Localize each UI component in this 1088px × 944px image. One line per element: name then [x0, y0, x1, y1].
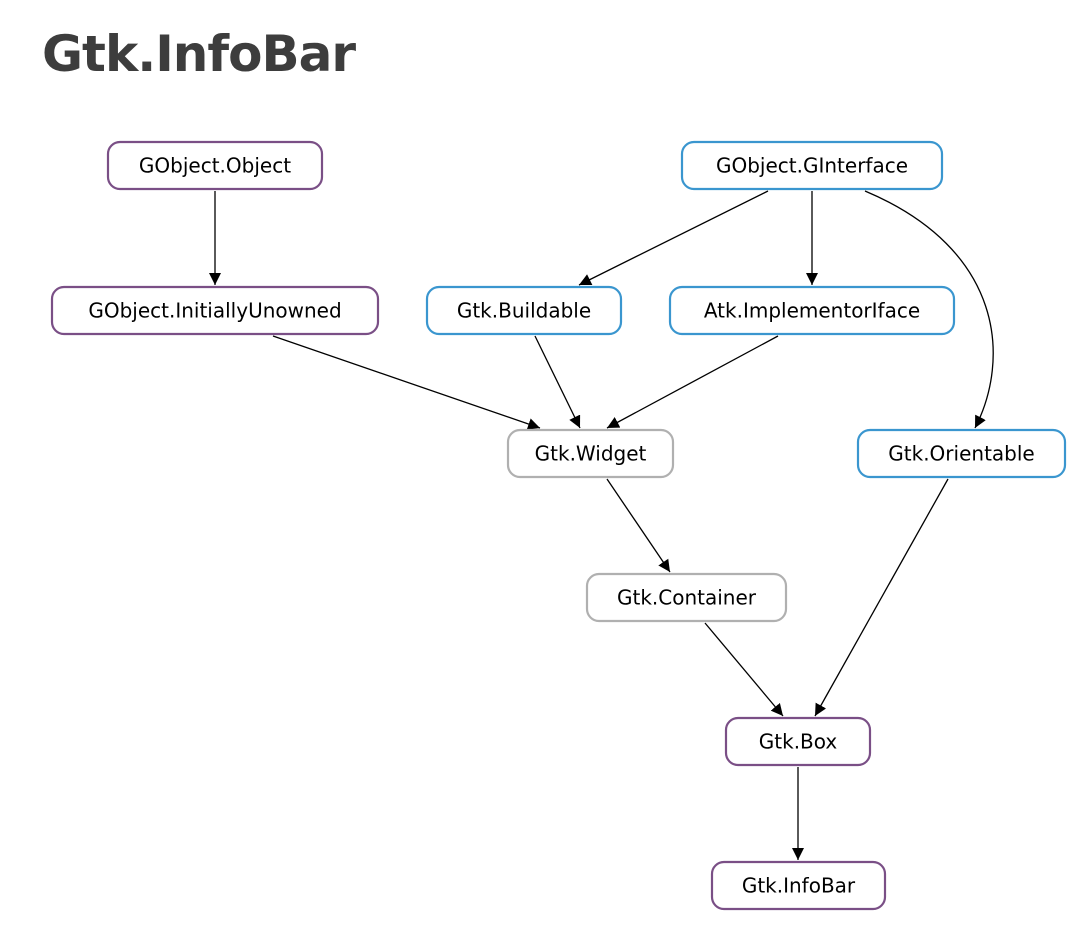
node-box-gtk-widget [506, 428, 675, 479]
node-box-gtk-container [585, 572, 788, 623]
page-title: Gtk.InfoBar [42, 25, 356, 83]
edge-gobject-initiallyunowned-to-gtk-widget [272, 335, 541, 430]
node-box-atk-implementoriface [668, 285, 956, 336]
node-gobject-ginterface[interactable]: GObject.GInterface [680, 140, 944, 191]
node-box-gobject-ginterface [680, 140, 944, 191]
node-gobject-object[interactable]: GObject.Object [106, 140, 324, 191]
node-label-gobject-ginterface: GObject.GInterface [716, 154, 908, 178]
node-label-gtk-box: Gtk.Box [759, 730, 838, 754]
node-label-gtk-widget: Gtk.Widget [535, 442, 647, 466]
node-box-gtk-orientable [856, 428, 1067, 479]
node-label-gobject-object: GObject.Object [139, 154, 291, 178]
node-label-gtk-container: Gtk.Container [617, 586, 757, 610]
edge-gtk-orientable-to-gtk-box [814, 478, 949, 717]
node-box-gtk-box [724, 716, 872, 767]
node-gtk-buildable[interactable]: Gtk.Buildable [425, 285, 623, 336]
node-gtk-orientable[interactable]: Gtk.Orientable [856, 428, 1067, 479]
node-gobject-initiallyunowned[interactable]: GObject.InitiallyUnowned [50, 285, 380, 336]
edge-atk-implementoriface-to-gtk-widget [606, 335, 779, 429]
node-label-atk-implementoriface: Atk.ImplementorIface [704, 299, 920, 323]
edge-gtk-buildable-to-gtk-widget [534, 335, 581, 429]
nodes-layer: GObject.Object GObject.GInterfaceGObject.… [50, 140, 1067, 911]
node-gtk-container[interactable]: Gtk.Container [585, 572, 788, 623]
node-label-gtk-infobar: Gtk.InfoBar [742, 874, 856, 898]
node-gtk-box[interactable]: Gtk.Box [724, 716, 872, 767]
node-box-gobject-object [106, 140, 324, 191]
node-box-gtk-buildable [425, 285, 623, 336]
node-box-gobject-initiallyunowned [50, 285, 380, 336]
node-label-gtk-buildable: Gtk.Buildable [457, 299, 591, 323]
node-label-gobject-initiallyunowned: GObject.InitiallyUnowned [88, 299, 341, 323]
edges-layer [209, 190, 994, 860]
edge-gobject-ginterface-to-gtk-buildable [578, 190, 769, 286]
edge-gobject-ginterface-to-gtk-orientable [864, 190, 994, 429]
node-gtk-widget[interactable]: Gtk.Widget [506, 428, 675, 479]
node-box-gtk-infobar [710, 860, 887, 911]
node-atk-implementoriface[interactable]: Atk.ImplementorIface [668, 285, 956, 336]
edge-gtk-container-to-gtk-box [704, 622, 784, 717]
edge-gtk-widget-to-gtk-container [606, 478, 671, 573]
node-label-gtk-orientable: Gtk.Orientable [888, 442, 1034, 466]
node-gtk-infobar[interactable]: Gtk.InfoBar [710, 860, 887, 911]
